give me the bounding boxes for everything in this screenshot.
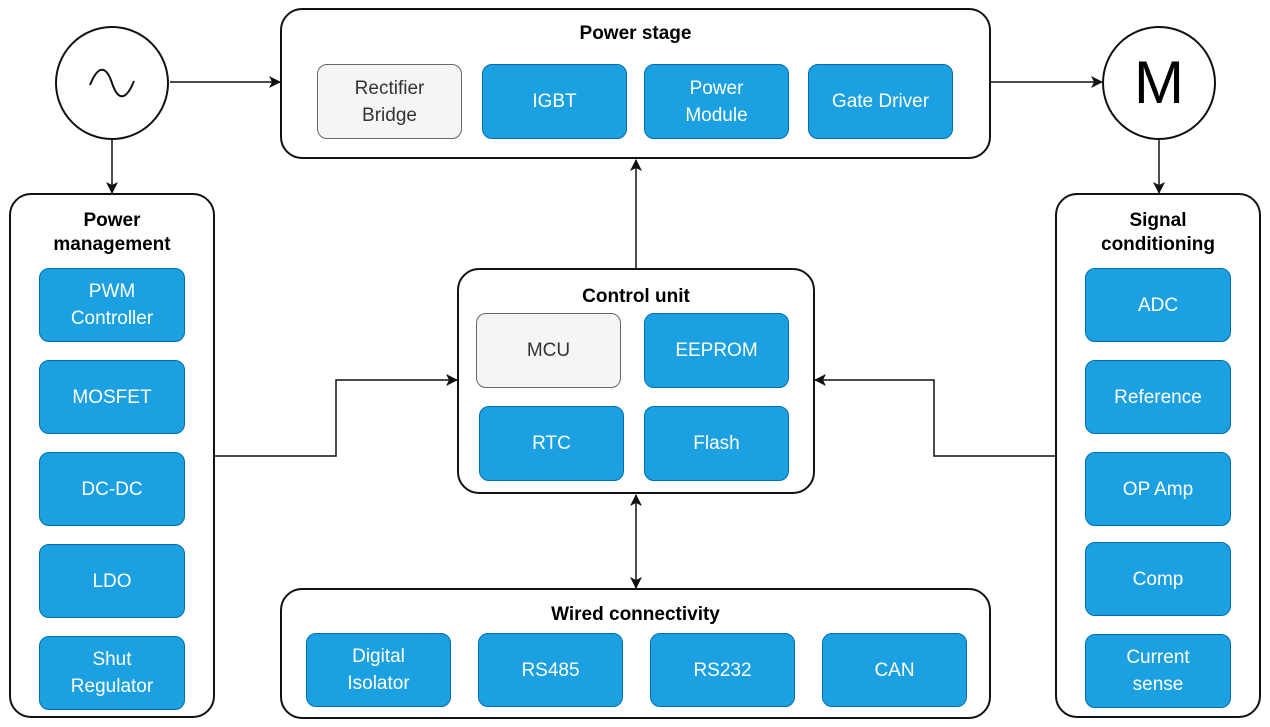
ac-source <box>55 26 169 140</box>
gate-driver-block[interactable]: Gate Driver <box>808 64 953 139</box>
signal-conditioning-to-control-unit-arrow <box>814 374 1055 457</box>
flash-block[interactable]: Flash <box>644 406 789 481</box>
igbt-block[interactable]: IGBT <box>482 64 627 139</box>
control-unit-title: Control unit <box>582 286 690 307</box>
current-sense-block[interactable]: Current sense <box>1085 634 1231 708</box>
comp-block[interactable]: Comp <box>1085 542 1231 616</box>
power-stage-title: Power stage <box>579 23 692 44</box>
power-management-title: Power management <box>53 210 171 255</box>
mcu-block[interactable]: MCU <box>476 313 621 388</box>
dc-dc-block[interactable]: DC-DC <box>39 452 185 526</box>
eeprom-block[interactable]: EEPROM <box>644 313 789 388</box>
adc-block[interactable]: ADC <box>1085 268 1231 342</box>
rs232-block[interactable]: RS232 <box>650 633 795 707</box>
shut-regulator-block[interactable]: Shut Regulator <box>39 636 185 710</box>
power-module-block[interactable]: Power Module <box>644 64 789 139</box>
digital-isolator-block[interactable]: Digital Isolator <box>306 633 451 707</box>
motor-label: M <box>1134 49 1184 116</box>
signal-conditioning-title: Signal conditioning <box>1101 210 1215 255</box>
power-management-to-control-unit-arrow <box>215 374 458 457</box>
op-amp-block[interactable]: OP Amp <box>1085 452 1231 526</box>
wired-connectivity-title: Wired connectivity <box>551 604 720 625</box>
sine-wave-icon <box>89 68 135 98</box>
rs485-block[interactable]: RS485 <box>478 633 623 707</box>
ldo-block[interactable]: LDO <box>39 544 185 618</box>
reference-block[interactable]: Reference <box>1085 360 1231 434</box>
rectifier-bridge-block[interactable]: Rectifier Bridge <box>317 64 462 139</box>
rtc-block[interactable]: RTC <box>479 406 624 481</box>
motor: M <box>1102 26 1216 140</box>
can-block[interactable]: CAN <box>822 633 967 707</box>
mosfet-block[interactable]: MOSFET <box>39 360 185 434</box>
pwm-controller-block[interactable]: PWM Controller <box>39 268 185 342</box>
